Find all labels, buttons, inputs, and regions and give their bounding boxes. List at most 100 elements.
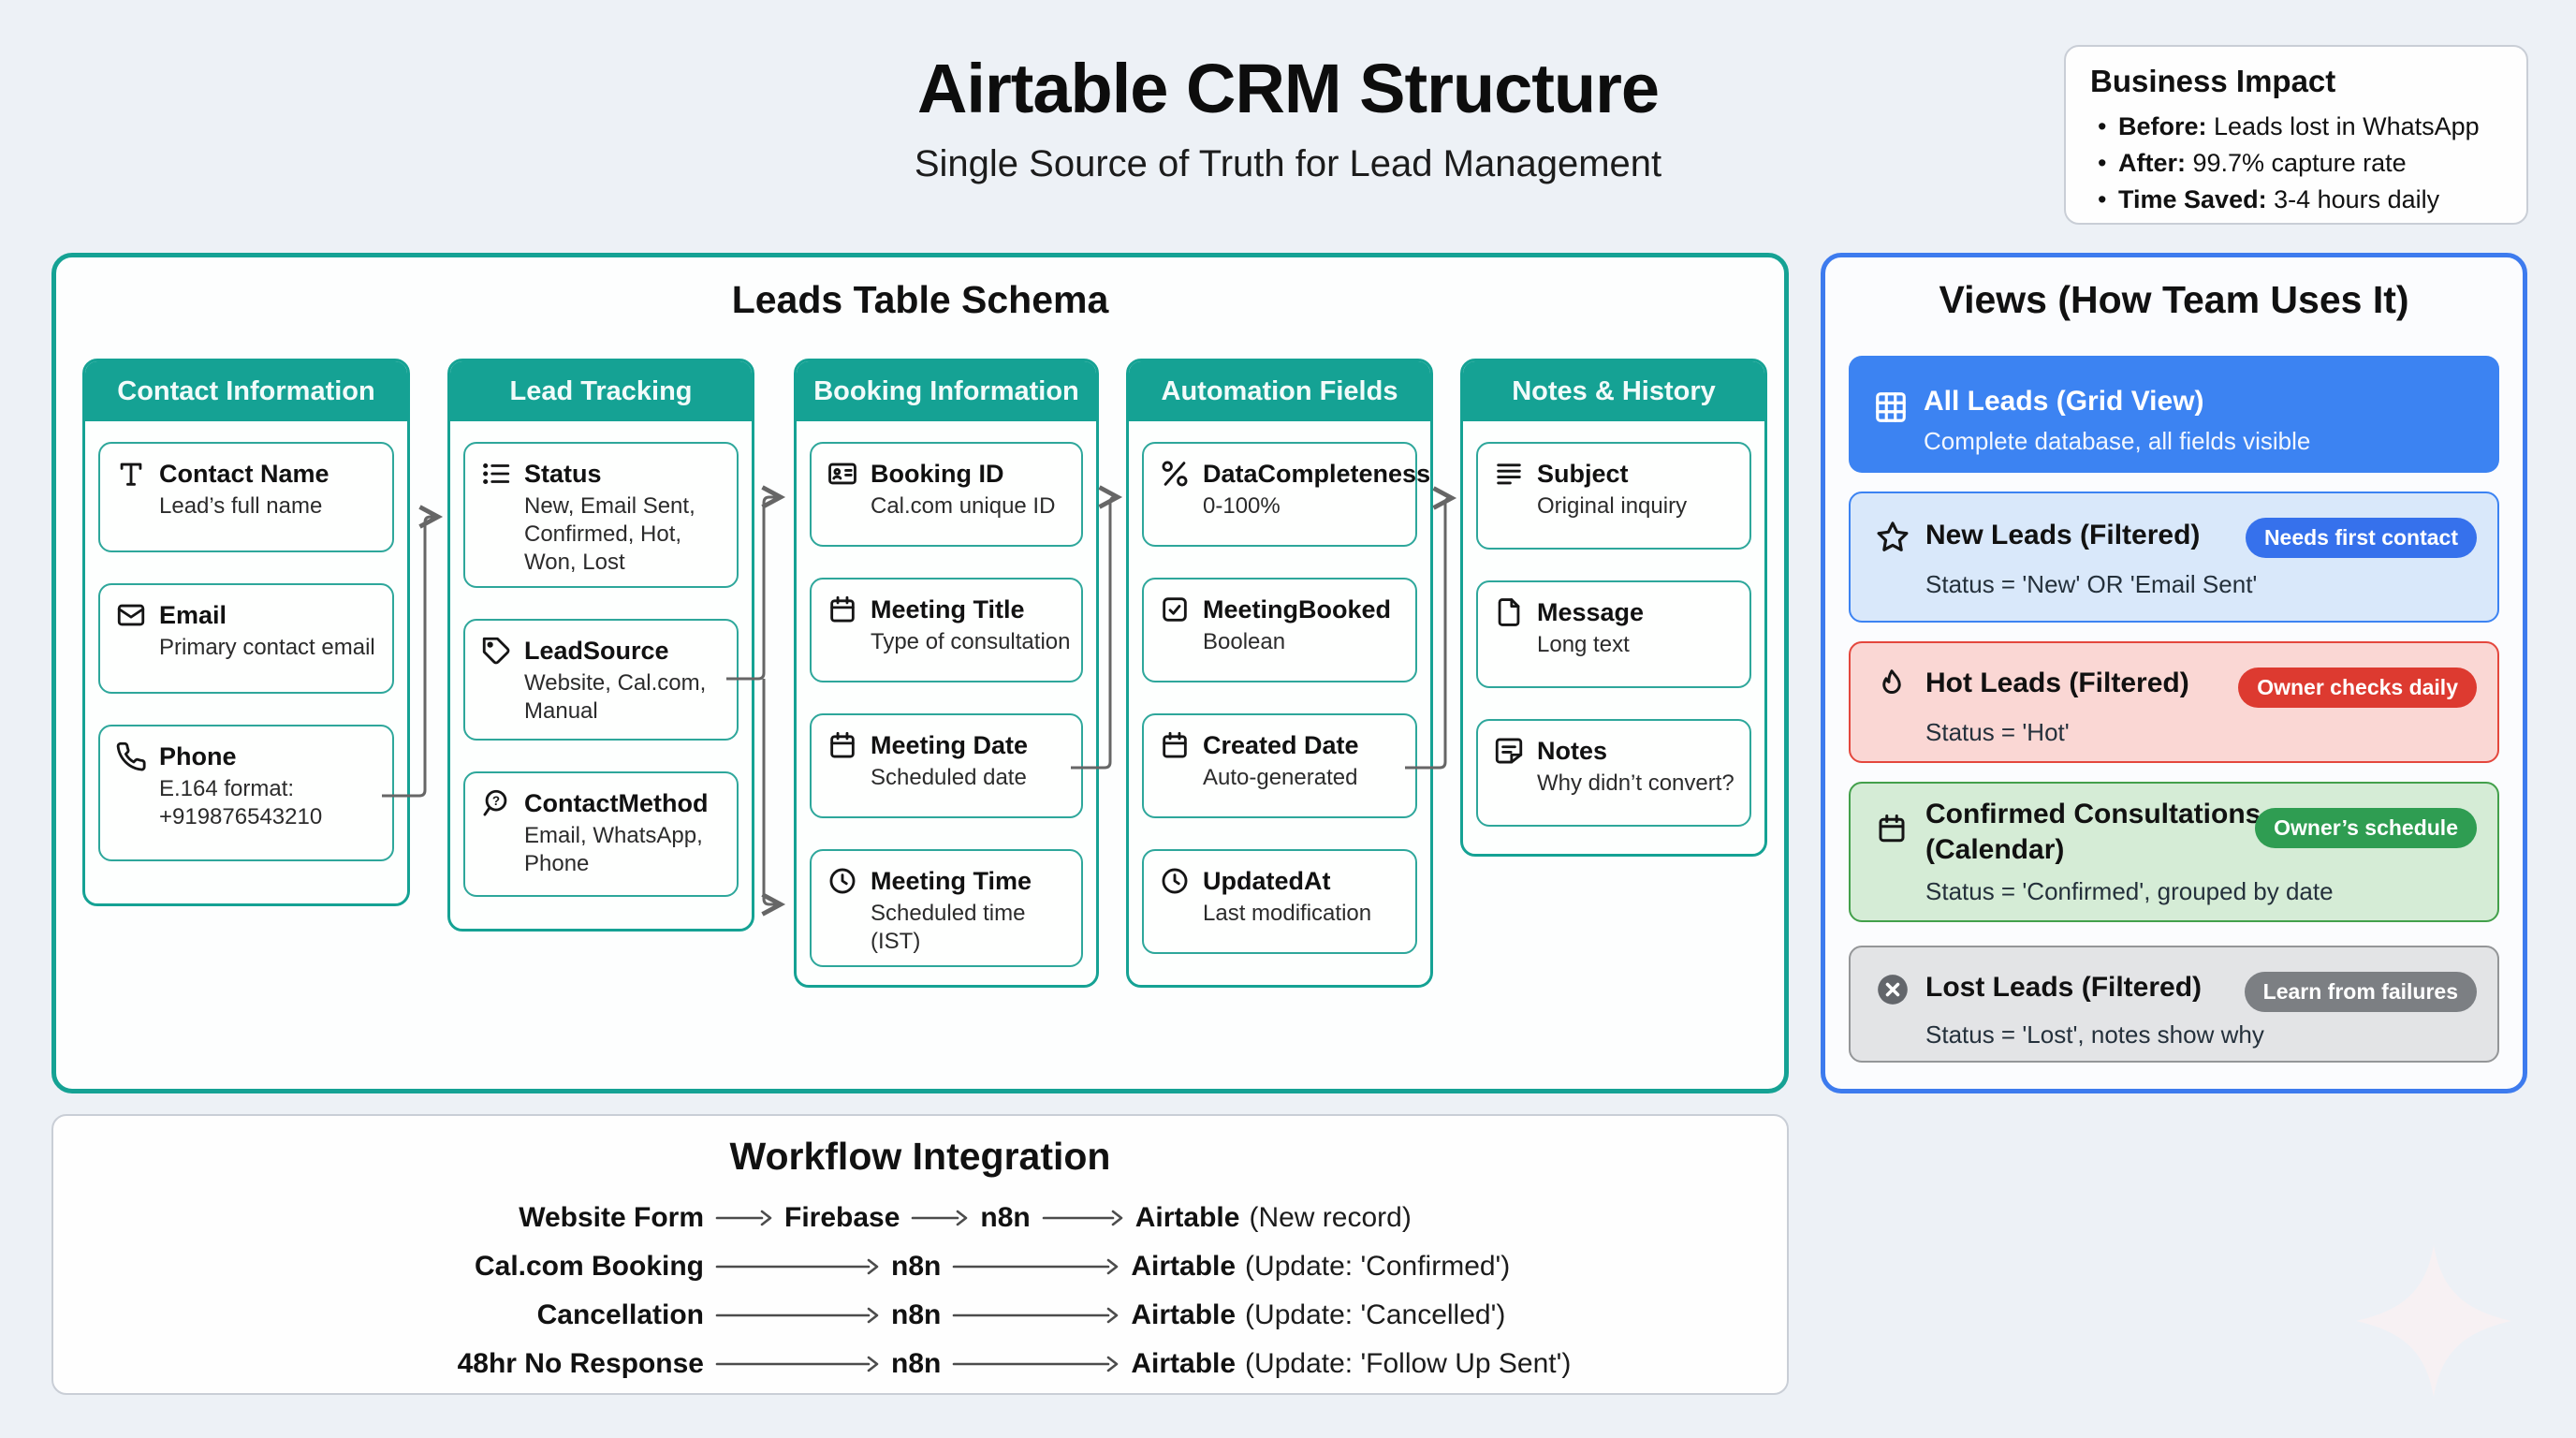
impact-item-before: Before: Leads lost in WhatsApp [2090,109,2502,145]
schema-title: Leads Table Schema [731,278,1109,321]
field-desc: Email, WhatsApp, Phone [524,823,703,876]
field-desc: Boolean [1203,629,1286,654]
view-badge: Owner checks daily [2238,668,2477,708]
workflow-row-website-form: Website Form Firebase n8n Airtable (New … [53,1194,1787,1242]
workflow-target: Airtable [1134,1202,1240,1233]
view-confirmed-consultations: Confirmed Consultations (Calendar) Statu… [1849,782,2499,922]
column-contact-information: Contact Information Contact Name Lead’s … [82,359,410,906]
view-lost-leads: Lost Leads (Filtered) Status = 'Lost', n… [1849,946,2499,1063]
field-desc: Scheduled date [871,765,1027,790]
field-card-created-date: Created Date Auto-generated [1142,713,1417,818]
flame-icon [1875,668,1909,706]
view-title: New Leads (Filtered) [1925,520,2201,550]
workflow-integration-panel: Workflow Integration Website Form Fireba… [51,1114,1789,1395]
text-lines-icon [1493,458,1525,490]
field-name: Subject [1537,460,1629,488]
workflow-source: 48hr No Response [457,1348,704,1379]
field-desc: New, Email Sent, Confirmed, Hot, Won, Lo… [524,493,695,575]
document-icon [1493,596,1525,628]
field-card-booking-id: Booking ID Cal.com unique ID [810,442,1083,547]
workflow-source: Cancellation [536,1299,704,1330]
field-card-meeting-title: Meeting Title Type of consultation [810,578,1083,682]
views-title: Views (How Team Uses It) [1939,278,2409,321]
impact-item-after: After: 99.7% capture rate [2090,145,2502,182]
view-badge: Needs first contact [2245,518,2477,558]
list-icon [480,458,512,490]
field-desc: Lead’s full name [159,493,323,519]
phone-icon [115,741,147,772]
field-name: Created Date [1203,731,1359,759]
impact-item-time-saved: Time Saved: 3-4 hours daily [2090,182,2502,218]
field-name: Message [1537,598,1645,626]
workflow-title: Workflow Integration [729,1135,1111,1178]
workflow-source: Website Form [519,1202,704,1233]
field-name: Status [524,460,602,488]
page-title: Airtable CRM Structure [916,50,1660,127]
view-badge: Learn from failures [2244,972,2477,1012]
field-card-contact-name: Contact Name Lead’s full name [98,442,394,552]
field-card-contactmethod: ? ContactMethod Email, WhatsApp, Phone [463,771,739,897]
column-booking-information: Booking Information Booking ID Cal.com u… [794,359,1099,988]
search-question-icon: ? [480,787,512,819]
grid-icon [1873,389,1909,430]
text-t-icon [115,458,147,490]
workflow-target: Airtable [1131,1299,1237,1330]
field-desc: Scheduled time (IST) [871,901,1026,954]
checkbox-icon [1159,594,1191,625]
leads-table-schema-panel: Leads Table Schema Contact Information C… [51,253,1789,1093]
view-subtitle: Status = 'New' OR 'Email Sent' [1925,570,2258,598]
arrow-icon [953,1258,1119,1275]
field-name: DataCompleteness [1203,460,1431,488]
business-impact-card: Business Impact Before: Leads lost in Wh… [2064,45,2528,225]
page-subtitle: Single Source of Truth for Lead Manageme… [914,143,1662,184]
workflow-note: (Update: 'Confirmed') [1245,1251,1511,1282]
field-card-meeting-date: Meeting Date Scheduled date [810,713,1083,818]
workflow-source: Cal.com Booking [474,1251,704,1282]
workflow-node: Firebase [784,1202,900,1233]
field-card-message: Message Long text [1476,580,1751,688]
header: Airtable CRM Structure Single Source of … [0,49,2576,185]
field-desc: Type of consultation [871,629,1071,654]
workflow-note: (Update: 'Cancelled') [1245,1299,1506,1330]
field-name: Meeting Time [871,867,1032,895]
field-card-email: Email Primary contact email [98,583,394,694]
arrow-icon [715,1356,879,1372]
envelope-icon [115,599,147,631]
views-panel: Views (How Team Uses It) All Leads (Grid… [1821,253,2527,1093]
field-card-subject: Subject Original inquiry [1476,442,1751,550]
impact-label: After: [2118,149,2186,177]
field-desc: Auto-generated [1203,765,1358,790]
field-name: Booking ID [871,460,1004,488]
column-header: Lead Tracking [450,361,752,421]
calendar-icon [827,729,858,761]
column-lead-tracking: Lead Tracking Status New, Email Sent, Co… [447,359,754,932]
clock-icon [827,865,858,897]
view-hot-leads: Hot Leads (Filtered) Status = 'Hot' Owne… [1849,641,2499,763]
field-desc: Primary contact email [159,635,375,660]
field-desc: Last modification [1203,901,1372,926]
field-card-leadsource: LeadSource Website, Cal.com, Manual [463,619,739,741]
view-title: Lost Leads (Filtered) [1925,972,2203,1003]
field-desc: 0-100% [1203,493,1281,519]
arrow-icon [1042,1210,1123,1226]
arrow-icon [715,1307,879,1324]
column-notes-history: Notes & History Subject Original inquiry… [1460,359,1767,857]
field-desc: Website, Cal.com, Manual [524,670,707,724]
field-card-meetingbooked: MeetingBooked Boolean [1142,578,1417,682]
field-name: Meeting Date [871,731,1029,759]
workflow-row-cancellation: Cancellation n8n Airtable (Update: 'Canc… [53,1291,1787,1340]
workflow-node: n8n [891,1251,942,1282]
arrow-icon [715,1258,879,1275]
column-header: Booking Information [797,361,1096,421]
view-badge: Owner’s schedule [2255,808,2477,848]
field-desc: Long text [1537,632,1630,657]
view-new-leads: New Leads (Filtered) Status = 'New' OR '… [1849,492,2499,623]
workflow-target: Airtable [1131,1348,1237,1379]
tag-icon [480,635,512,667]
workflow-node: n8n [891,1348,942,1379]
x-circle-icon [1875,972,1910,1012]
workflow-row-48hr-no-response: 48hr No Response n8n Airtable (Update: '… [53,1340,1787,1388]
field-desc: Original inquiry [1537,493,1688,519]
view-subtitle: Complete database, all fields visible [1924,427,2311,455]
workflow-node: n8n [980,1202,1031,1233]
